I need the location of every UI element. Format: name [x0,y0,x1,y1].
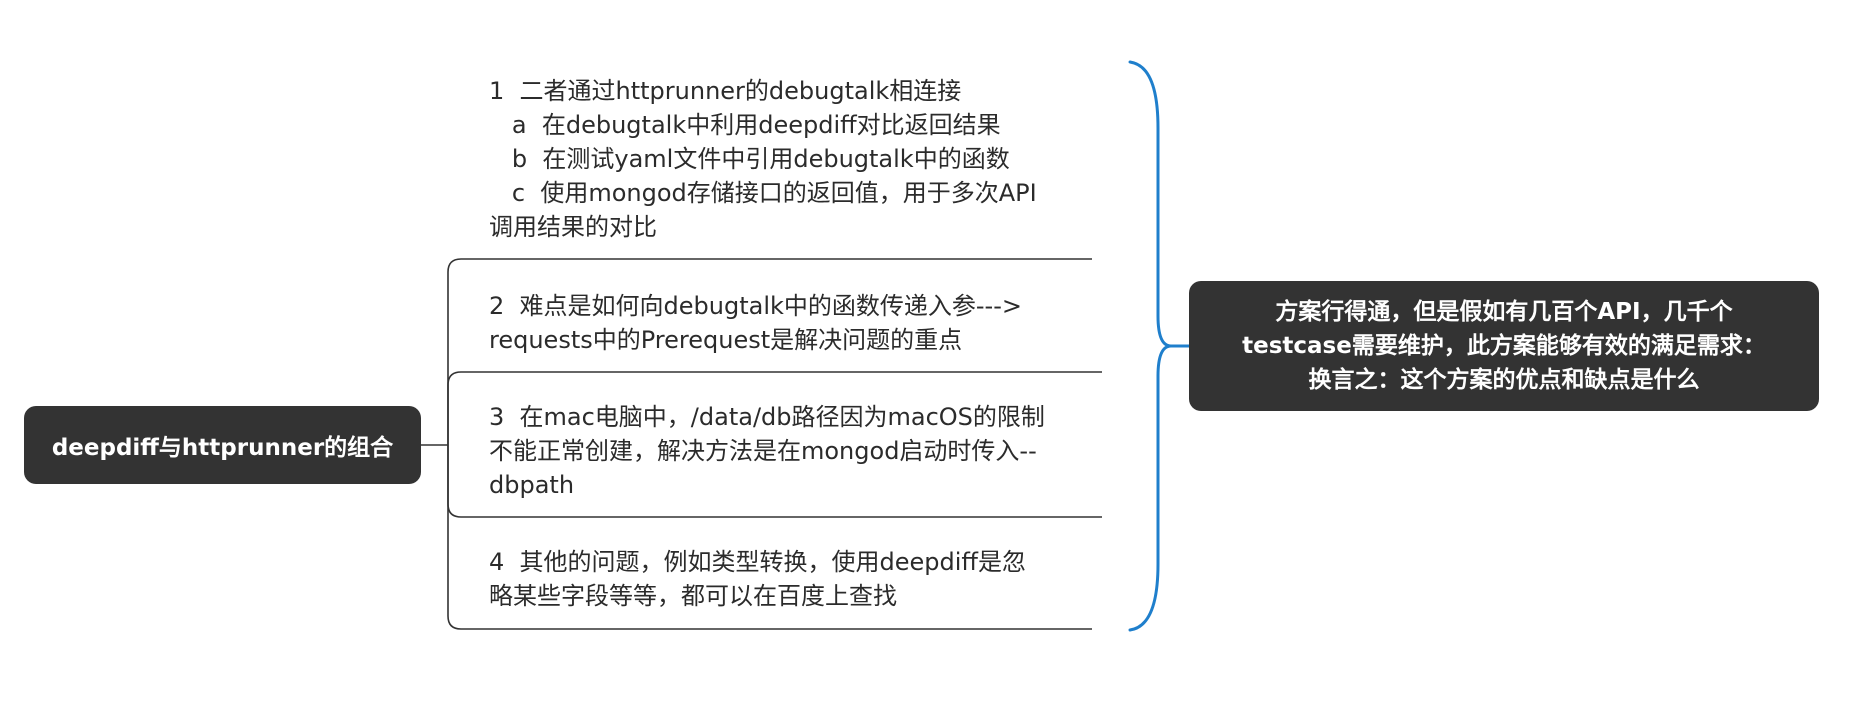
branch-1-line-3: b 在测试yaml文件中引用debugtalk中的函数 [489,145,1010,173]
summary-line-1: 方案行得通，但是假如有几百个API，几千个 [1275,299,1733,325]
summary-text: 方案行得通，但是假如有几百个API，几千个 testcase需要维护，此方案能够… [1242,295,1766,397]
branch-2-line-2: requests中的Prerequest是解决问题的重点 [489,326,963,354]
branch-4-line-1: 4 其他的问题，例如类型转换，使用deepdiff是忽 [489,548,1026,576]
summary-topic[interactable]: 方案行得通，但是假如有几百个API，几千个 testcase需要维护，此方案能够… [1189,281,1819,411]
branch-topic-1[interactable]: 1 二者通过httprunner的debugtalk相连接 a 在debugta… [489,74,1037,244]
branch-1-line-4: c 使用mongod存储接口的返回值，用于多次API [489,179,1037,207]
summary-line-2: testcase需要维护，此方案能够有效的满足需求： [1242,333,1766,359]
branch-topic-2[interactable]: 2 难点是如何向debugtalk中的函数传递入参---> requests中的… [489,289,1022,357]
branch-1-line-1: 1 二者通过httprunner的debugtalk相连接 [489,77,962,105]
branch-4-underline [447,445,1092,630]
branch-topic-4[interactable]: 4 其他的问题，例如类型转换，使用deepdiff是忽 略某些字段等等，都可以在… [489,545,1026,613]
branch-2-connector [447,258,1092,445]
root-topic[interactable]: deepdiff与httprunner的组合 [24,406,421,484]
branch-1-line-2: a 在debugtalk中利用deepdiff对比返回结果 [489,111,1001,139]
branch-3-line-3: dbpath [489,471,575,499]
branch-3-line-1: 3 在mac电脑中，/data/db路径因为macOS的限制 [489,403,1045,431]
root-topic-label: deepdiff与httprunner的组合 [51,435,394,461]
branch-3-connector [447,371,1102,445]
branch-3-line-2: 不能正常创建，解决方法是在mongod启动时传入-- [489,437,1037,465]
branch-2-line-1: 2 难点是如何向debugtalk中的函数传递入参---> [489,292,1022,320]
branch-topic-3[interactable]: 3 在mac电脑中，/data/db路径因为macOS的限制 不能正常创建，解决… [489,400,1045,502]
summary-bracket [1128,60,1172,632]
branch-4-line-2: 略某些字段等等，都可以在百度上查找 [489,582,897,610]
summary-line-3: 换言之：这个方案的优点和缺点是什么 [1308,367,1700,393]
branch-1-line-5: 调用结果的对比 [489,213,657,241]
